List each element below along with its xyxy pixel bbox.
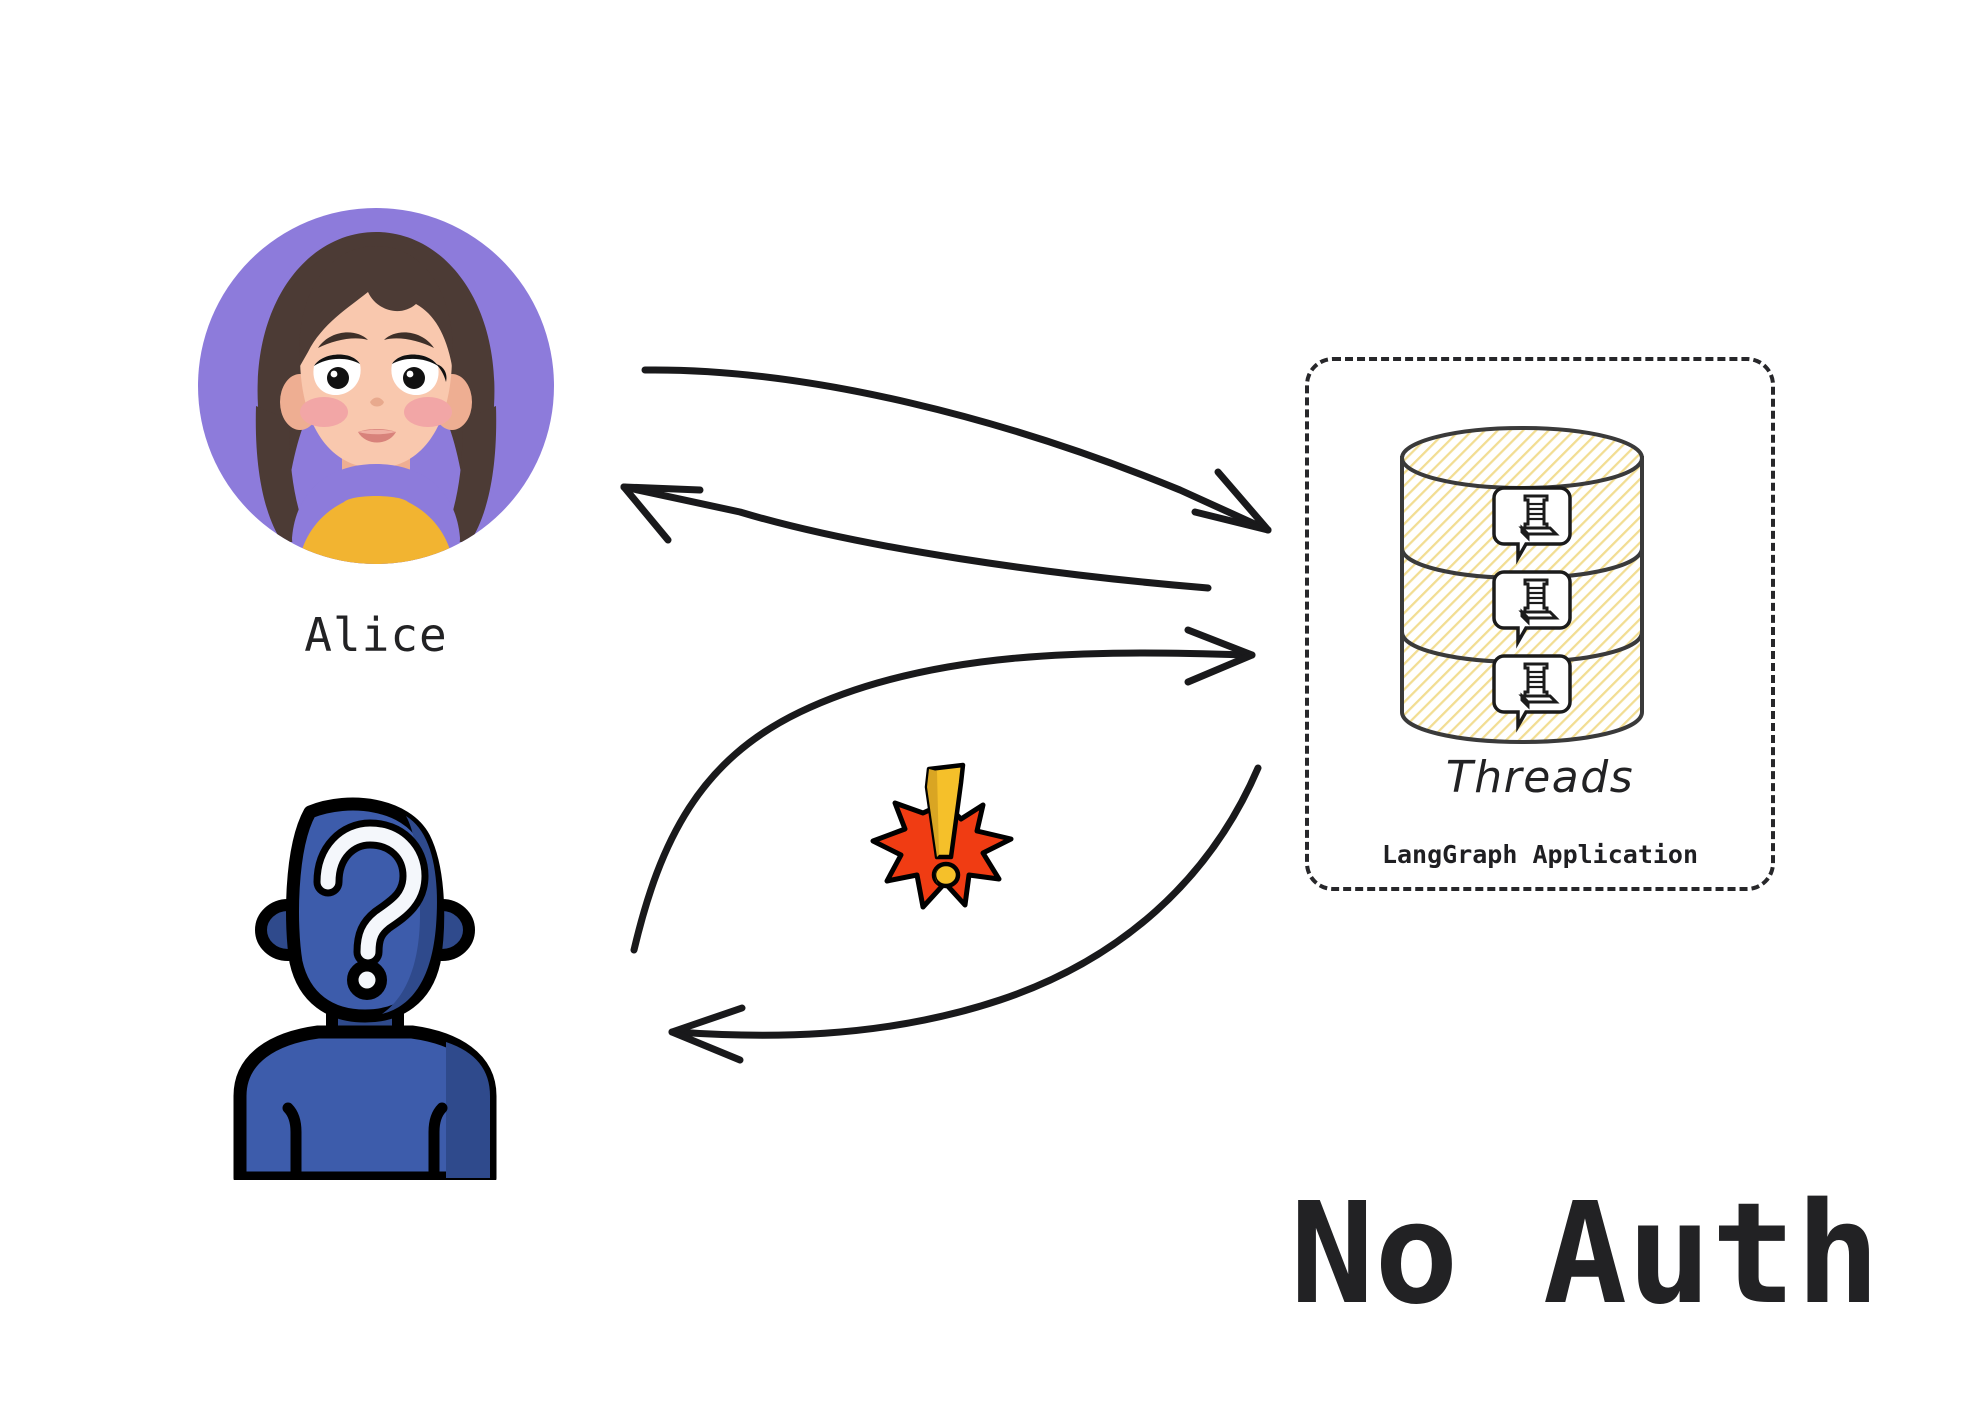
body-crease-right bbox=[428, 1102, 448, 1180]
hair-front bbox=[299, 246, 453, 366]
question-mark-icon bbox=[313, 819, 429, 1000]
page-title: No Auth bbox=[1290, 1173, 1881, 1336]
arrow-unknown-response bbox=[668, 764, 1262, 1064]
langgraph-application-container bbox=[1305, 357, 1775, 891]
avatar-unknown-user bbox=[233, 797, 497, 1180]
db-top bbox=[1400, 426, 1644, 490]
eyebrow-left bbox=[318, 332, 368, 348]
eye-right bbox=[391, 354, 447, 396]
cheek-right bbox=[404, 397, 452, 427]
arrow-alice-response bbox=[620, 483, 1212, 592]
label-threads: Threads bbox=[1445, 752, 1635, 803]
eyebrow-right bbox=[384, 332, 434, 348]
shirt bbox=[298, 496, 454, 564]
thread-spool-bubble-icon bbox=[1492, 654, 1572, 733]
body-crease-left bbox=[282, 1102, 302, 1180]
label-langgraph-application: LangGraph Application bbox=[1381, 840, 1699, 869]
label-alice: Alice bbox=[304, 608, 448, 662]
warning-burst-icon bbox=[870, 762, 1014, 910]
avatar-alice bbox=[198, 208, 554, 564]
thread-spool-bubble-icon bbox=[1492, 486, 1572, 565]
arrow-unknown-request bbox=[630, 626, 1256, 954]
cheek-left bbox=[300, 397, 348, 427]
threads-database-icon bbox=[1400, 426, 1644, 745]
nose bbox=[370, 397, 384, 407]
thread-spool-bubble-icon bbox=[1492, 570, 1572, 649]
arrow-alice-request bbox=[641, 366, 1272, 534]
eye-left bbox=[313, 354, 361, 396]
exclamation-dot bbox=[931, 861, 961, 889]
